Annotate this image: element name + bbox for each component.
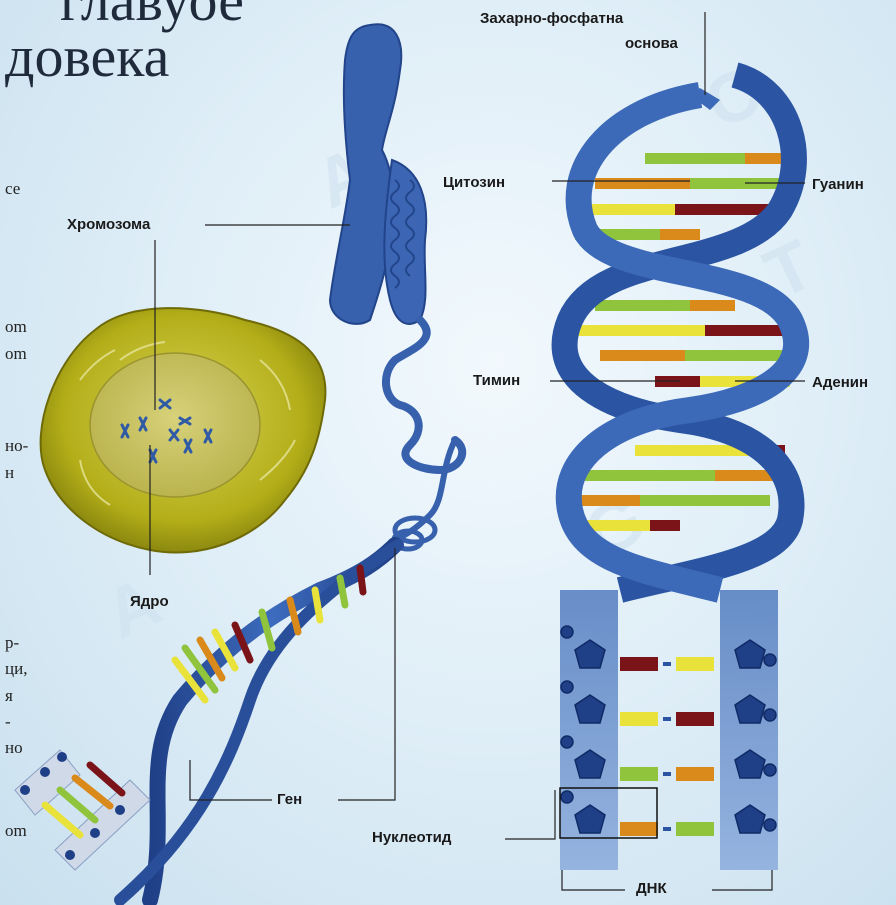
large-dna-helix — [560, 75, 796, 870]
label-sugar-phosphate-2: основа — [625, 35, 678, 52]
side-text-10: но — [5, 739, 23, 756]
base-pairs — [570, 153, 795, 531]
label-guanine: Гуанин — [812, 176, 864, 193]
label-nucleus: Ядро — [130, 593, 169, 610]
label-nucleotide: Нуклеотид — [372, 829, 451, 846]
side-text-9: - — [5, 713, 11, 730]
label-dna: ДНК — [636, 880, 667, 897]
label-sugar-phosphate-1: Захарно-фосфатна — [480, 10, 623, 27]
chromosome-shape — [330, 24, 462, 549]
side-text-8: я — [5, 687, 13, 704]
cell-illustration — [41, 308, 326, 552]
small-dna-helix — [15, 545, 398, 900]
side-text-4: но- — [5, 437, 28, 454]
heading-line-2: довека — [5, 28, 169, 86]
side-text-7: ци, — [5, 660, 27, 677]
label-adenine: Аденин — [812, 374, 868, 391]
side-text-1: се — [5, 180, 20, 197]
side-text-11: om — [5, 822, 27, 839]
unwound-base-pairs — [620, 657, 714, 836]
side-text-2: om — [5, 318, 27, 335]
label-cytosine: Цитозин — [443, 174, 505, 191]
label-thymine: Тимин — [473, 372, 520, 389]
label-gene: Ген — [277, 791, 302, 808]
label-chromosome: Хромозома — [67, 216, 150, 233]
side-text-6: р- — [5, 634, 19, 651]
side-text-5: н — [5, 464, 14, 481]
side-text-3: om — [5, 345, 27, 362]
